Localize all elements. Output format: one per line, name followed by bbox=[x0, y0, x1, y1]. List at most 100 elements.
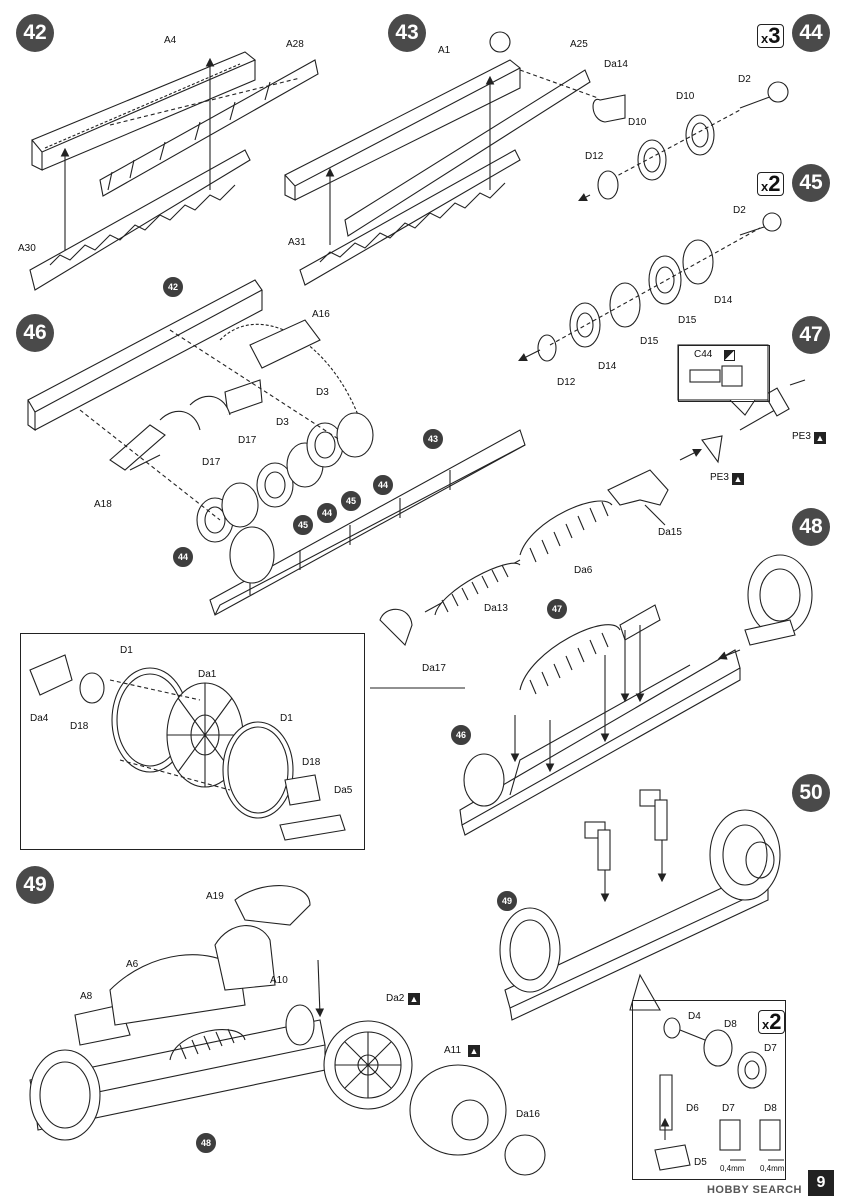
part-label-D18: D18 bbox=[70, 721, 89, 732]
idler-detail-drawing bbox=[29, 654, 465, 841]
ref-badge-48: 48 bbox=[195, 1132, 217, 1154]
part-label-Da17: Da17 bbox=[422, 663, 446, 674]
ref-badge-45b: 45 bbox=[292, 514, 314, 536]
step42-drawing bbox=[29, 51, 319, 291]
part-label-D1b: D1 bbox=[280, 713, 293, 724]
part-label-D14: D14 bbox=[714, 295, 733, 306]
part-label-A18: A18 bbox=[94, 499, 112, 510]
multiplier-value: 3 bbox=[768, 23, 781, 48]
part-label-Da15: Da15 bbox=[658, 527, 682, 538]
part-label-Da13: Da13 bbox=[484, 603, 508, 614]
part-label-D10: D10 bbox=[676, 91, 695, 102]
part-label-A19: A19 bbox=[206, 891, 224, 902]
step50-subbox-drawing bbox=[654, 1017, 784, 1171]
glue-icon: ▲ bbox=[814, 432, 826, 444]
gap-measurement-1: 0,4mm bbox=[720, 1164, 745, 1173]
part-label-D5: D5 bbox=[694, 1157, 707, 1168]
part-label-Da1: Da1 bbox=[198, 669, 217, 680]
part-label-A10: A10 bbox=[270, 975, 288, 986]
part-label-D1: D1 bbox=[120, 645, 133, 656]
part-label-D10b: D10 bbox=[628, 117, 647, 128]
step49-drawing bbox=[29, 885, 546, 1176]
part-label-A16: A16 bbox=[312, 309, 330, 320]
step50-subbox bbox=[632, 1000, 786, 1180]
step-badge-44: 44 bbox=[792, 14, 830, 52]
part-label-A1: A1 bbox=[438, 45, 451, 56]
part-label-PE3: PE3 bbox=[792, 431, 811, 442]
ref-badge-45: 45 bbox=[340, 490, 362, 512]
multiplier-value: 2 bbox=[768, 171, 781, 196]
step50-drawing bbox=[499, 789, 781, 1021]
step-badge-47: 47 bbox=[792, 316, 830, 354]
ref-badge-47: 47 bbox=[546, 598, 568, 620]
idler-detail-box bbox=[20, 633, 365, 850]
step-badge-43: 43 bbox=[388, 14, 426, 52]
part-label-D3: D3 bbox=[316, 387, 329, 398]
part-label-A4: A4 bbox=[164, 35, 177, 46]
part-label-A6: A6 bbox=[126, 959, 139, 970]
part-label-A25: A25 bbox=[570, 39, 588, 50]
ref-badge-44c: 44 bbox=[172, 546, 194, 568]
step-badge-50: 50 bbox=[792, 774, 830, 812]
multiplier-prefix: x bbox=[761, 31, 769, 46]
part-label-D2b: D2 bbox=[733, 205, 746, 216]
step-badge-42: 42 bbox=[16, 14, 54, 52]
part-label-D15: D15 bbox=[678, 315, 697, 326]
part-label-A30: A30 bbox=[18, 243, 36, 254]
step-badge-49: 49 bbox=[16, 866, 54, 904]
multiplier-value: 2 bbox=[769, 1009, 782, 1034]
multiplier-prefix: x bbox=[762, 1017, 770, 1032]
step45-drawing bbox=[518, 212, 782, 362]
part-label-D12b: D12 bbox=[557, 377, 576, 388]
ref-badge-42: 42 bbox=[162, 276, 184, 298]
part-label-D15b: D15 bbox=[640, 336, 659, 347]
part-label-D7: D7 bbox=[764, 1043, 777, 1054]
part-label-A8: A8 bbox=[80, 991, 93, 1002]
part-label-D2: D2 bbox=[738, 74, 751, 85]
part-label-D7b: D7 bbox=[722, 1103, 735, 1114]
multiplier-x2-step50: x2 bbox=[758, 1009, 786, 1034]
ref-badge-46: 46 bbox=[450, 724, 472, 746]
part-label-C44: C44 bbox=[694, 349, 713, 360]
step47-drawing bbox=[379, 344, 806, 647]
page-number: 9 bbox=[808, 1170, 834, 1196]
step48-drawing bbox=[459, 554, 813, 836]
glue-icon: ▲ bbox=[732, 473, 744, 485]
part-label-D8b: D8 bbox=[764, 1103, 777, 1114]
paint-swatch-icon bbox=[724, 350, 735, 361]
gap-measurement-2: 0,4mm bbox=[760, 1164, 785, 1173]
step47-callout-box bbox=[678, 345, 770, 402]
part-label-D17b: D17 bbox=[202, 457, 221, 468]
part-label-Da16: Da16 bbox=[516, 1109, 540, 1120]
part-label-D8: D8 bbox=[724, 1019, 737, 1030]
step43-drawing bbox=[284, 31, 626, 286]
watermark: HOBBY SEARCH bbox=[706, 1184, 802, 1196]
part-label-D3b: D3 bbox=[276, 417, 289, 428]
ref-badge-49: 49 bbox=[496, 890, 518, 912]
step44-drawing bbox=[578, 81, 789, 201]
part-label-D18b: D18 bbox=[302, 757, 321, 768]
part-label-D12: D12 bbox=[585, 151, 604, 162]
ref-badge-44b: 44 bbox=[316, 502, 338, 524]
ref-badge-44: 44 bbox=[372, 474, 394, 496]
part-label-Da2: Da2 bbox=[386, 993, 405, 1004]
ref-badge-43: 43 bbox=[422, 428, 444, 450]
part-label-Da6: Da6 bbox=[574, 565, 593, 576]
part-label-PE3b: PE3 bbox=[710, 472, 729, 483]
step46-drawing bbox=[27, 279, 526, 616]
part-label-A11: A11 bbox=[444, 1045, 462, 1056]
part-label-Da5: Da5 bbox=[334, 785, 353, 796]
part-label-Da4: Da4 bbox=[30, 713, 49, 724]
step-badge-45: 45 bbox=[792, 164, 830, 202]
step-badge-48: 48 bbox=[792, 508, 830, 546]
part-label-D17: D17 bbox=[238, 435, 257, 446]
part-label-D6: D6 bbox=[686, 1103, 699, 1114]
part-label-Da14: Da14 bbox=[604, 59, 628, 70]
multiplier-x3: x3 bbox=[757, 23, 785, 48]
glue-icon: ▲ bbox=[468, 1045, 480, 1057]
step-badge-46: 46 bbox=[16, 314, 54, 352]
part-label-D14b: D14 bbox=[598, 361, 617, 372]
part-label-A31: A31 bbox=[288, 237, 306, 248]
part-label-D4: D4 bbox=[688, 1011, 701, 1022]
